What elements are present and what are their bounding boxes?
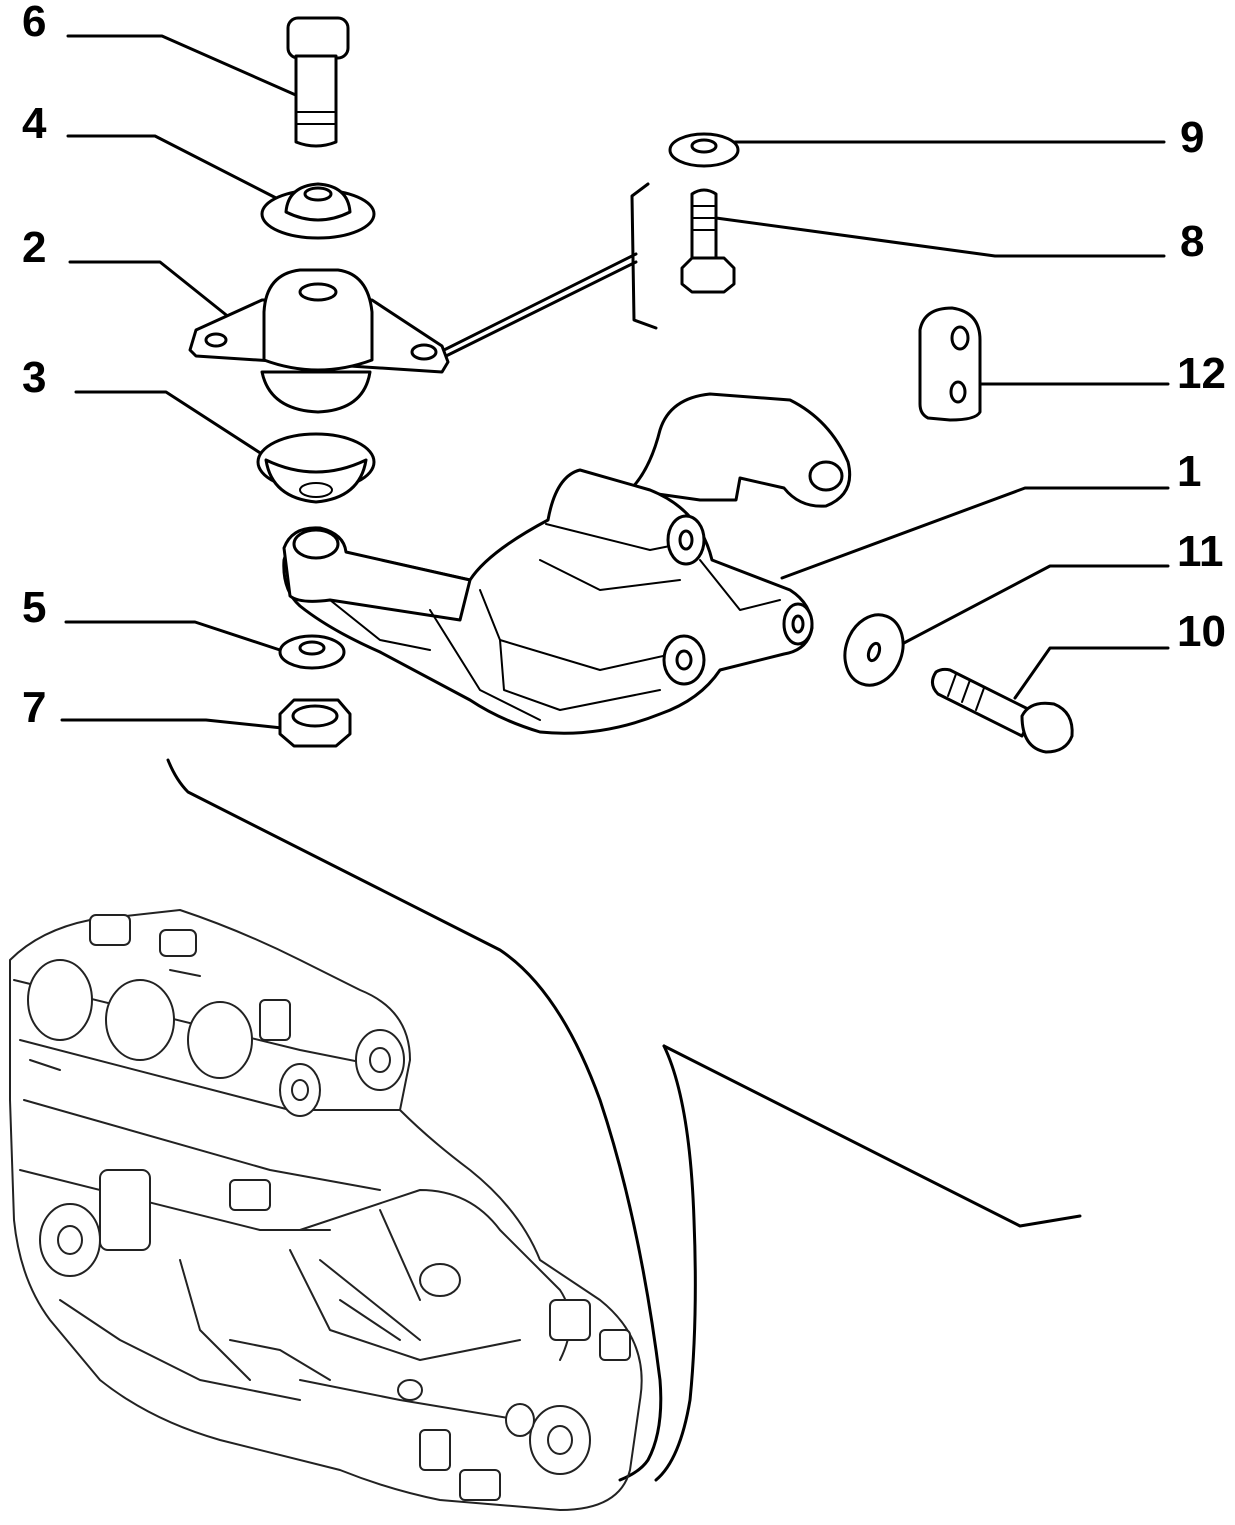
part-8-bolt	[680, 188, 736, 294]
guide-lines	[166, 758, 1082, 1482]
callout-7: 7	[22, 683, 46, 732]
callout-4: 4	[22, 99, 47, 148]
part-11-washer	[843, 613, 905, 687]
bracket-8	[630, 182, 658, 330]
leader-2	[68, 260, 232, 320]
part-7-nut	[278, 698, 352, 748]
callout-11: 11	[1177, 527, 1224, 576]
part-12-plate	[918, 306, 982, 422]
callout-5: 5	[22, 583, 46, 632]
part-2-rubber-mount	[188, 268, 450, 414]
leader-8	[714, 216, 1166, 258]
callout-labels: 6 4 2 3 5 7 9 8 12 1 11 10	[22, 0, 1226, 732]
callout-1: 1	[1177, 447, 1201, 496]
callout-8: 8	[1180, 217, 1204, 266]
leader-10	[1013, 646, 1170, 700]
leader-4	[66, 134, 282, 202]
part-5-washer	[278, 634, 346, 670]
callout-12: 12	[1177, 349, 1226, 398]
callout-9: 9	[1180, 113, 1204, 162]
callout-6: 6	[22, 0, 46, 46]
part-1-bracket	[282, 392, 852, 735]
part-4-cap-washer	[260, 182, 376, 240]
bracket-8-link-b	[444, 260, 638, 358]
leader-11	[900, 564, 1170, 646]
leader-5	[64, 620, 288, 654]
callout-10: 10	[1177, 607, 1226, 656]
engine-gearbox-illustration	[9, 909, 643, 1511]
leader-3	[74, 390, 270, 460]
part-10-bolt	[931, 667, 1074, 754]
leader-1	[780, 486, 1170, 580]
leader-6	[66, 34, 300, 98]
part-6-bolt	[286, 16, 350, 148]
leader-7	[60, 718, 284, 730]
part-3-cup	[256, 432, 376, 504]
callout-3: 3	[22, 353, 46, 402]
leader-lines	[60, 34, 1170, 730]
bracket-8-link-a	[438, 252, 638, 354]
callout-2: 2	[22, 223, 46, 272]
part-9-washer	[668, 132, 740, 168]
